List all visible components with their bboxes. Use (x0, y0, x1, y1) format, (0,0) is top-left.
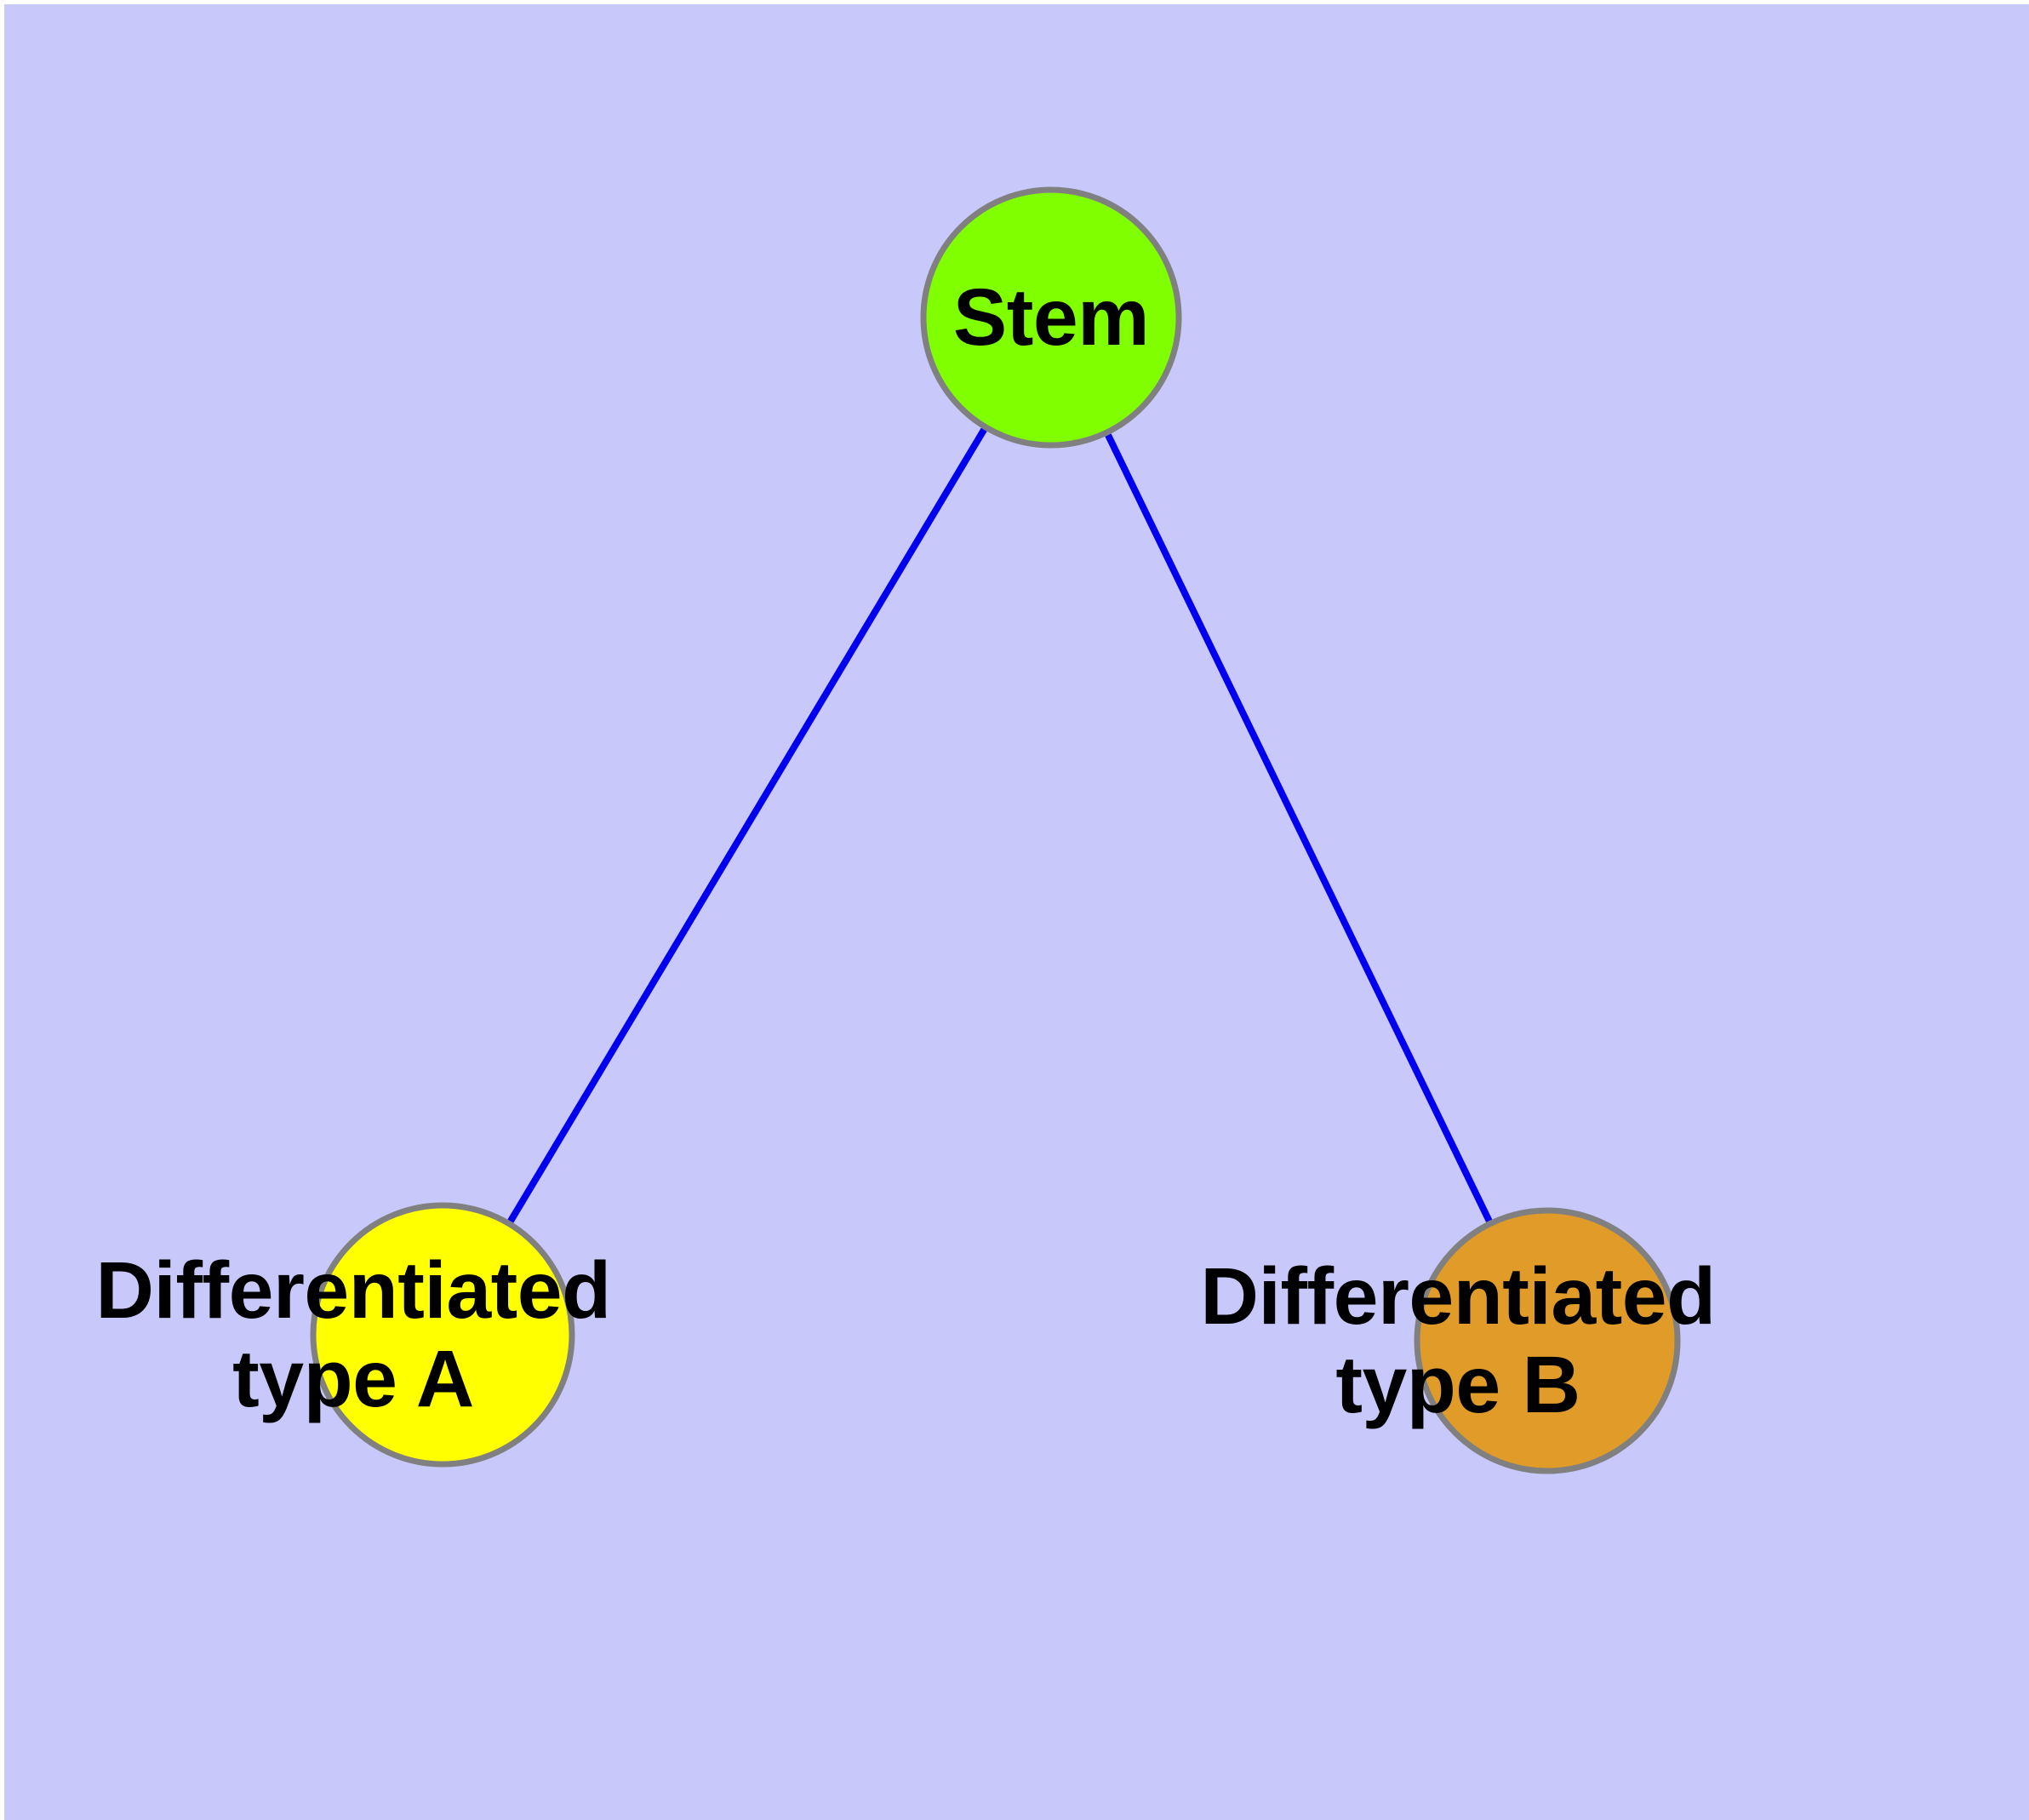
graph-edge[interactable] (1105, 433, 1493, 1222)
edge-layer (507, 427, 1493, 1223)
graph-node-diff_a[interactable] (310, 1202, 575, 1468)
graph-node-stem[interactable] (920, 186, 1182, 449)
graph-node-diff_b[interactable] (1414, 1207, 1681, 1474)
node-layer (310, 186, 1681, 1474)
graph-edge[interactable] (507, 427, 987, 1223)
